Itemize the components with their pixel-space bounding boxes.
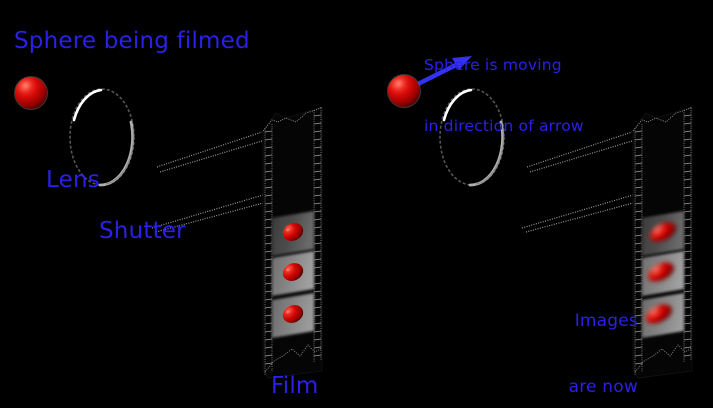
- film-image-blurred: [650, 222, 676, 242]
- film-strip-static: [262, 106, 323, 379]
- note-line-2: in direction of arrow: [424, 117, 584, 136]
- film-frame: [272, 211, 314, 256]
- note-line-1: Sphere is moving: [424, 55, 562, 74]
- film-frame: [272, 251, 314, 296]
- label-lens: Lens: [46, 167, 100, 193]
- red-sphere-static: [14, 76, 48, 110]
- title-sphere-being-filmed: Sphere being filmed: [14, 28, 250, 54]
- film-image-sharp: [282, 263, 304, 281]
- film-strip-blurred: [632, 106, 693, 379]
- film-image-blurred: [646, 304, 672, 324]
- film-image-sharp: [282, 223, 304, 241]
- film-image-sharp: [282, 305, 304, 323]
- film-frame: [272, 293, 314, 338]
- red-sphere-moving: [387, 74, 421, 108]
- label-shutter: Shutter: [99, 218, 186, 244]
- blur-line-1: Images: [574, 311, 638, 332]
- blur-line-2: are now: [568, 377, 638, 398]
- film-frame: [642, 293, 684, 338]
- shutter-lines: [151, 131, 264, 233]
- note-images-are-now-blurred: Images are now blurred: [562, 266, 638, 408]
- film-frame: [642, 211, 684, 256]
- film-frame: [642, 251, 684, 296]
- note-sphere-is-moving: Sphere is moving in direction of arrow: [424, 14, 584, 178]
- film-image-blurred: [648, 262, 674, 282]
- label-film: Film: [271, 373, 319, 399]
